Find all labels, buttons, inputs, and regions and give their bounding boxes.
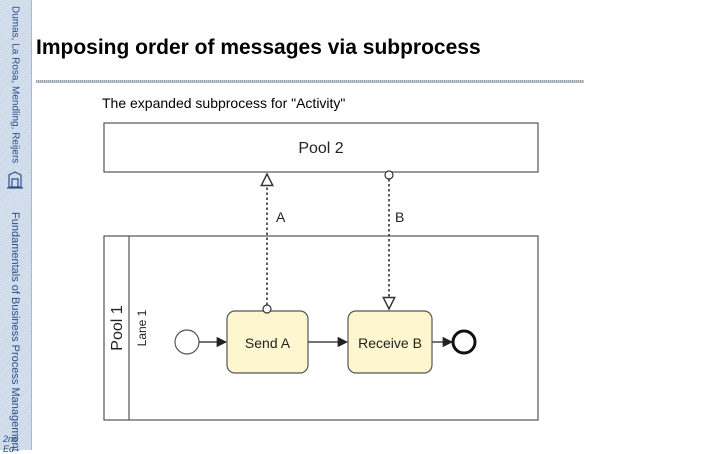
task-receive-b-label: Receive B [358, 335, 422, 351]
end-event [451, 329, 477, 355]
edition-text: 2nd Ed [3, 434, 19, 454]
book-title-text: Fundamentals of Business Process Managem… [9, 212, 21, 452]
message-b-label: B [395, 209, 404, 225]
pool-2-label: Pool 2 [298, 140, 343, 157]
task-send-a: Send A [226, 310, 309, 374]
authors-text: Dumas, La Rosa, Mendling, Reijers [9, 6, 21, 164]
message-flow-b: B [385, 170, 404, 309]
pool-1: Pool 1 Lane 1 [103, 235, 539, 421]
message-a-label: A [276, 209, 286, 225]
book-logo-icon [4, 166, 26, 194]
title-divider [36, 80, 584, 83]
pool-1-label: Pool 1 [109, 305, 126, 350]
message-flow-a: A [263, 174, 286, 314]
lane-1-label: Lane 1 [135, 309, 149, 346]
diagram-caption: The expanded subprocess for "Activity" [102, 95, 346, 111]
task-send-a-label: Send A [245, 335, 291, 351]
task-receive-b: Receive B [347, 310, 433, 374]
start-event [174, 329, 200, 355]
page-title: Imposing order of messages via subproces… [36, 36, 481, 59]
sidebar-banner: Dumas, La Rosa, Mendling, Reijers Fundam… [0, 0, 32, 454]
pool-2: Pool 2 [103, 122, 539, 173]
